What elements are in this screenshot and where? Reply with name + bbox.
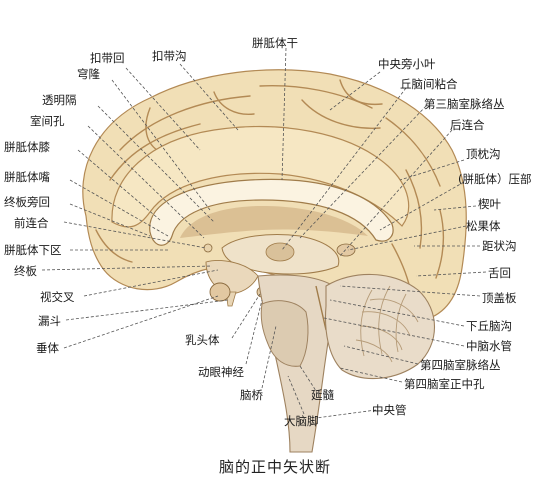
cerebellum-folia [355, 285, 419, 363]
label-infundibulum: 漏斗 [38, 314, 61, 328]
leader-lines [41, 47, 487, 419]
label-inferior-colliculus-sulcus: 下丘脑沟 [466, 319, 512, 333]
label-choroid-plexus-third: 第三脑室脉络丛 [424, 97, 505, 111]
label-paraterminal-gyrus: 终板旁回 [4, 195, 50, 209]
label-median-aperture-fourth: 第四脑室正中孔 [404, 377, 485, 391]
corpus-callosum-shape [149, 178, 394, 246]
label-tectum: 顶盖板 [482, 291, 517, 305]
cerebellum-shape [325, 273, 436, 380]
interthalamic-adhesion-shape [265, 242, 295, 262]
figure-caption: 脑的正中矢状断 [218, 458, 331, 476]
label-oculomotor-nerve: 动眼神经 [198, 365, 244, 379]
label-mammillary-body: 乳头体 [185, 333, 220, 347]
pons-shape [260, 300, 309, 367]
aqueduct-line [315, 285, 327, 331]
label-central-canal: 中央管 [372, 403, 407, 417]
label-rostrum-corpus-callosum: 胼胝体嘴 [4, 170, 50, 184]
label-calcarine-sulcus: 距状沟 [482, 239, 517, 253]
cingulate-gyrus-shape [111, 126, 410, 228]
label-hypophysis: 垂体 [36, 341, 59, 355]
label-paracentral-lobule: 中央旁小叶 [378, 57, 436, 71]
label-subcallosal-area: 胼胝体下区 [4, 243, 62, 257]
label-corpus-callosum-trunk: 胼胝体干 [252, 36, 298, 50]
label-interthalamic-adhesion: 丘脑间粘合 [400, 77, 458, 91]
label-cerebral-peduncle: 大脑脚 [284, 414, 319, 428]
label-anterior-commissure: 前连合 [14, 216, 49, 230]
label-lingual-gyrus: 舌回 [488, 266, 511, 280]
label-posterior-commissure: 后连合 [450, 118, 485, 132]
label-interventricular-foramen: 室间孔 [30, 114, 65, 128]
lateral-ventricle-shape [180, 206, 368, 238]
label-pons: 脑桥 [240, 388, 263, 402]
label-cingulate-gyrus: 扣带回 [90, 51, 125, 65]
label-genu-corpus-callosum: 胼胝体膝 [4, 140, 50, 154]
label-cerebral-aqueduct: 中脑水管 [466, 339, 512, 353]
label-septum-pellucidum: 透明隔 [42, 93, 77, 107]
label-pineal-body: 松果体 [466, 219, 501, 233]
pineal-shape [336, 243, 356, 257]
label-splenium-corpus-callosum: (胼胝体）压部 [458, 172, 532, 186]
label-optic-chiasm: 视交叉 [40, 290, 75, 304]
label-parietooccipital-sulcus: 顶枕沟 [466, 147, 501, 161]
label-medulla: 延髓 [311, 388, 334, 402]
anterior-commissure-shape [203, 243, 213, 253]
label-cuneus: 楔叶 [478, 197, 501, 211]
pituitary-shape [209, 282, 231, 302]
label-fornix: 穹隆 [77, 67, 100, 81]
label-cingulate-sulcus: 扣带沟 [152, 49, 187, 63]
label-lamina-terminalis: 终板 [14, 264, 37, 278]
label-choroid-plexus-fourth: 第四脑室脉络丛 [420, 358, 501, 372]
gyri-folds [95, 79, 445, 301]
